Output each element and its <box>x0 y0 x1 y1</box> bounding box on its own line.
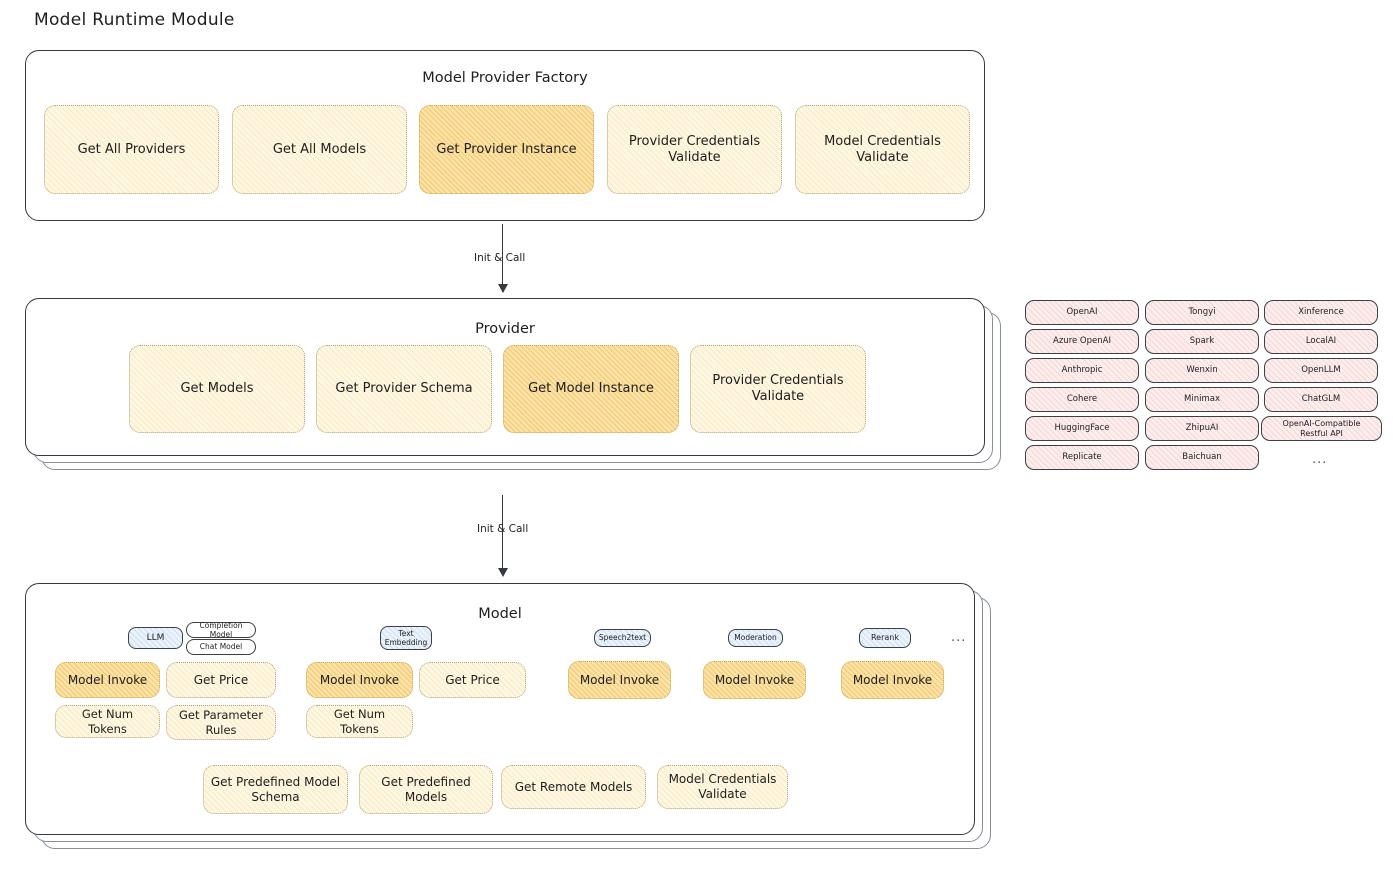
model-provider-factory-title: Model Provider Factory <box>422 70 588 86</box>
provider-list-more: ... <box>1312 452 1328 467</box>
provider-chip-spark[interactable]: Spark <box>1145 329 1259 354</box>
provider-chip-xinference[interactable]: Xinference <box>1264 300 1378 325</box>
provider-chip-zhipuai[interactable]: ZhipuAI <box>1145 416 1259 441</box>
model-method-llm-get-price[interactable]: Get Price <box>166 662 276 698</box>
provider-box-provider-credentials-validate[interactable]: Provider Credentials Validate <box>690 345 866 433</box>
arrow-factory-to-provider-line <box>502 224 504 292</box>
provider-title: Provider <box>475 321 535 337</box>
model-method-llm-get-num-tokens[interactable]: Get Num Tokens <box>55 705 160 738</box>
provider-chip-baichuan[interactable]: Baichuan <box>1145 445 1259 470</box>
provider-box-get-models[interactable]: Get Models <box>129 345 305 433</box>
model-method-text-embedding-get-price[interactable]: Get Price <box>419 662 526 698</box>
model-method-text-embedding-model-invoke[interactable]: Model Invoke <box>306 662 413 698</box>
model-title: Model <box>478 606 522 622</box>
provider-chip-tongyi[interactable]: Tongyi <box>1145 300 1259 325</box>
model-common-model-credentials-validate[interactable]: Model Credentials Validate <box>657 765 788 809</box>
factory-box-get-all-providers[interactable]: Get All Providers <box>44 105 219 194</box>
factory-box-get-provider-instance[interactable]: Get Provider Instance <box>419 105 594 194</box>
arrow-factory-to-provider-label: Init & Call <box>474 252 526 264</box>
provider-chip-wenxin[interactable]: Wenxin <box>1145 358 1259 383</box>
model-type-tag-speech2text[interactable]: Speech2text <box>594 629 651 647</box>
provider-chip-anthropic[interactable]: Anthropic <box>1025 358 1139 383</box>
arrow-provider-to-model-head <box>498 568 508 577</box>
arrow-factory-to-provider-head <box>498 284 508 293</box>
model-types-more: ... <box>951 630 967 645</box>
provider-chip-openllm[interactable]: OpenLLM <box>1264 358 1378 383</box>
arrow-provider-to-model-line <box>502 495 504 575</box>
model-common-get-remote-models[interactable]: Get Remote Models <box>501 765 646 809</box>
factory-box-get-all-models[interactable]: Get All Models <box>232 105 407 194</box>
model-type-tag-llm[interactable]: LLM <box>128 627 183 649</box>
model-type-tag-text-embedding[interactable]: Text Embedding <box>380 626 432 650</box>
provider-chip-openai-compatible-restful-api[interactable]: OpenAI-Compatible Restful API <box>1261 416 1382 441</box>
page-title: Model Runtime Module <box>34 10 235 30</box>
model-type-tag-rerank[interactable]: Rerank <box>859 628 911 648</box>
model-common-get-predefined-models[interactable]: Get Predefined Models <box>359 765 493 814</box>
provider-chip-minimax[interactable]: Minimax <box>1145 387 1259 412</box>
provider-chip-openai[interactable]: OpenAI <box>1025 300 1139 325</box>
model-method-speech2text-model-invoke[interactable]: Model Invoke <box>568 661 671 699</box>
model-subtag-completion-model[interactable]: Completion Model <box>186 621 256 639</box>
provider-chip-cohere[interactable]: Cohere <box>1025 387 1139 412</box>
provider-chip-replicate[interactable]: Replicate <box>1025 445 1139 470</box>
model-method-moderation-model-invoke[interactable]: Model Invoke <box>703 661 806 699</box>
factory-box-provider-credentials-validate[interactable]: Provider Credentials Validate <box>607 105 782 194</box>
model-method-llm-get-parameter-rules[interactable]: Get Parameter Rules <box>166 705 276 740</box>
model-subtag-chat-model[interactable]: Chat Model <box>186 639 256 655</box>
provider-box-get-model-instance[interactable]: Get Model Instance <box>503 345 679 433</box>
model-method-llm-model-invoke[interactable]: Model Invoke <box>55 662 160 698</box>
provider-chip-azure-openai[interactable]: Azure OpenAI <box>1025 329 1139 354</box>
provider-box-get-provider-schema[interactable]: Get Provider Schema <box>316 345 492 433</box>
provider-chip-chatglm[interactable]: ChatGLM <box>1264 387 1378 412</box>
arrow-provider-to-model-label: Init & Call <box>477 523 529 535</box>
model-method-text-embedding-get-num-tokens[interactable]: Get Num Tokens <box>306 705 413 738</box>
model-common-get-predefined-model-schema[interactable]: Get Predefined Model Schema <box>203 765 348 814</box>
factory-box-model-credentials-validate[interactable]: Model Credentials Validate <box>795 105 970 194</box>
provider-chip-localai[interactable]: LocalAI <box>1264 329 1378 354</box>
model-type-tag-moderation[interactable]: Moderation <box>728 629 783 647</box>
provider-chip-huggingface[interactable]: HuggingFace <box>1025 416 1139 441</box>
model-method-rerank-model-invoke[interactable]: Model Invoke <box>841 661 944 699</box>
